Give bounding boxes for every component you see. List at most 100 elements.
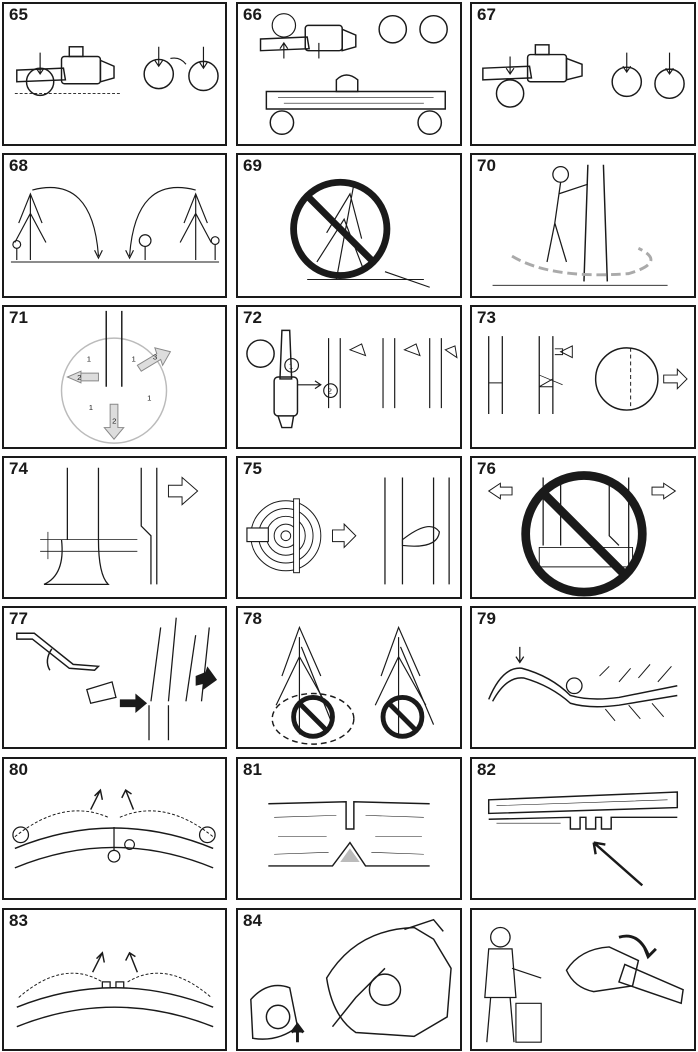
chainsaw-bucking-illustration [482, 44, 685, 108]
log-under-tension-illustration [12, 788, 216, 869]
log-icon [487, 791, 679, 815]
chainsaw-icon [565, 946, 684, 1005]
figure-70: 70 [470, 153, 696, 298]
chainsaw-icon [273, 329, 299, 429]
chainsaw-bucking-illustration [14, 46, 219, 97]
tree-icon [275, 625, 427, 735]
arrow-icon [554, 345, 573, 359]
arrow-icon [290, 1022, 305, 1043]
retreat-path-illustration [492, 164, 668, 286]
arrow-icon [167, 476, 199, 506]
figure-number: 84 [243, 911, 262, 930]
tension-tree-illustration [488, 646, 678, 722]
figure-number: 75 [243, 459, 262, 478]
chainsaw-icon [250, 918, 452, 1040]
figure-81: 81 [236, 757, 462, 900]
figure-number: 69 [243, 156, 262, 175]
figure-number: 83 [9, 911, 28, 930]
prohibited-cut-illustration [487, 471, 677, 597]
step-label: 1 [289, 361, 293, 370]
zone-label: 1 [147, 393, 151, 402]
prohibition-icon [291, 694, 335, 739]
prohibition-icon [380, 694, 425, 739]
arrow-icon [66, 370, 99, 384]
prohibited-felling-illustration [290, 178, 430, 288]
figure-73: 73 [470, 305, 696, 449]
figure-number: 71 [9, 308, 28, 327]
tree-icon [384, 477, 450, 585]
figure-84: 84 [236, 908, 462, 1051]
sawing-sequence-illustration [268, 801, 430, 867]
tree-icon [542, 477, 630, 565]
log-icon [16, 987, 214, 1008]
chainsaw-icon [16, 46, 115, 85]
person-icon [546, 166, 589, 263]
arrow-icon [663, 368, 688, 390]
breaking-bar-icon [16, 632, 101, 671]
figure-number: 72 [243, 308, 262, 327]
tree-icon [150, 617, 210, 702]
log-icon [378, 14, 408, 44]
arrow-label: 2 [77, 373, 81, 382]
tree-icon [583, 164, 609, 282]
figure-72: 72 1 2 [236, 305, 462, 449]
tree-icon [328, 338, 442, 409]
arrow-icon [91, 951, 139, 973]
arrow-icon [119, 693, 148, 713]
zone-label: 1 [89, 403, 93, 412]
arrow-icon [331, 522, 357, 549]
figure-number: 65 [9, 5, 28, 24]
figure-80: 80 [2, 757, 227, 900]
tree-icon [488, 336, 554, 414]
figure-82: 82 [470, 757, 696, 900]
wedge-and-breaking-bar-illustration [16, 617, 218, 741]
log-icon [265, 90, 446, 110]
person-icon [12, 234, 220, 261]
arrow-label: 3 [153, 353, 157, 362]
figure-67: 67 [470, 2, 696, 146]
figure-number: 73 [477, 308, 496, 327]
tree-icon [14, 192, 212, 261]
log-support-illustration [259, 13, 448, 136]
felling-cut-illustration [40, 467, 199, 585]
log-icon [594, 347, 659, 411]
figure-number: 66 [243, 5, 262, 24]
arrow-icon [103, 403, 125, 440]
felling-direction-diagram: 1 1 1 1 2 2 3 [60, 310, 172, 444]
tree-icon [66, 467, 158, 585]
prohibition-icon [290, 178, 391, 279]
chainsaw-icon [107, 849, 121, 863]
felling-danger-zone-illustration [10, 186, 220, 263]
felling-sight-illustration: 1 2 [246, 329, 458, 429]
chainsaw-detail-illustration [250, 918, 452, 1043]
figure-83: 83 [2, 908, 227, 1051]
figure-85 [470, 908, 696, 1051]
arrow-icon [618, 934, 657, 960]
arrow-icon [592, 841, 644, 887]
hinge-wood-illustration [246, 477, 450, 585]
log-icon [515, 1002, 542, 1043]
figure-76: 76 [470, 456, 696, 599]
chainsaw-stop-illustration [484, 926, 684, 1043]
figure-78: 78 [236, 606, 462, 749]
arrow-label: 2 [112, 417, 116, 426]
figure-number: 68 [9, 156, 28, 175]
figure-number: 82 [477, 760, 496, 779]
directional-notch-illustration [488, 336, 688, 414]
log-under-tension-illustration [16, 951, 214, 1028]
figure-number: 80 [9, 760, 28, 779]
figure-77: 77 [2, 606, 227, 749]
hung-up-tree-warning-illustration [271, 625, 435, 745]
figure-66: 66 [236, 2, 462, 146]
bore-cut-illustration [487, 791, 679, 887]
arrow-icon [195, 666, 218, 690]
figure-75: 75 [236, 456, 462, 599]
felling-wedge-icon [86, 681, 117, 705]
figure-number: 70 [477, 156, 496, 175]
log-icon [419, 14, 448, 44]
arrow-icon [348, 343, 458, 359]
figure-79: 79 [470, 606, 696, 749]
arrow-icon [487, 482, 677, 500]
tree-icon [105, 310, 123, 387]
figure-number: 67 [477, 5, 496, 24]
